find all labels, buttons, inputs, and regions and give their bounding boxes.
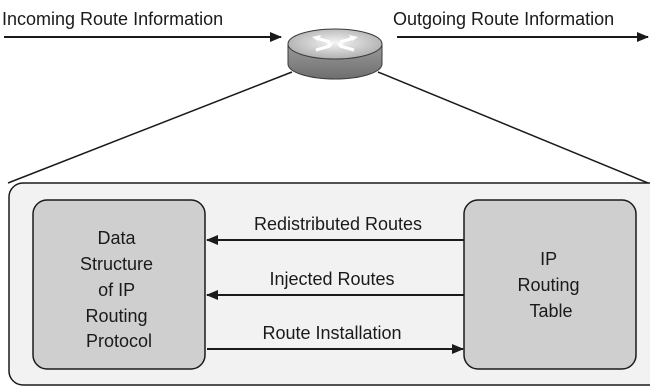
fan-right-line [377,71,649,184]
routing-protocol-line-4: Routing [85,306,147,326]
routing-protocol-line-5: Protocol [86,331,152,351]
routing-protocol-line-3: of IP [98,280,135,300]
routing-table-line-1: IP [540,249,557,269]
routing-protocol-line-2: Structure [80,254,153,274]
injected-routes-label: Injected Routes [269,269,394,289]
routing-protocol-text: Data Structure of IP Routing Protocol [80,228,158,351]
fan-left-line [7,71,293,184]
route-installation-label: Route Installation [262,323,401,343]
routing-table-box [463,199,637,370]
redistributed-routes-label: Redistributed Routes [254,214,422,234]
incoming-label: Incoming Route Information [2,9,223,29]
routing-protocol-box [32,199,206,370]
routing-table-line-2: Routing [517,275,579,295]
router-icon [287,28,383,80]
routing-table-line-3: Table [529,301,572,321]
outgoing-label: Outgoing Route Information [393,9,614,29]
routing-protocol-line-1: Data [97,228,136,248]
routing-table-text: IP Routing Table [517,249,584,321]
